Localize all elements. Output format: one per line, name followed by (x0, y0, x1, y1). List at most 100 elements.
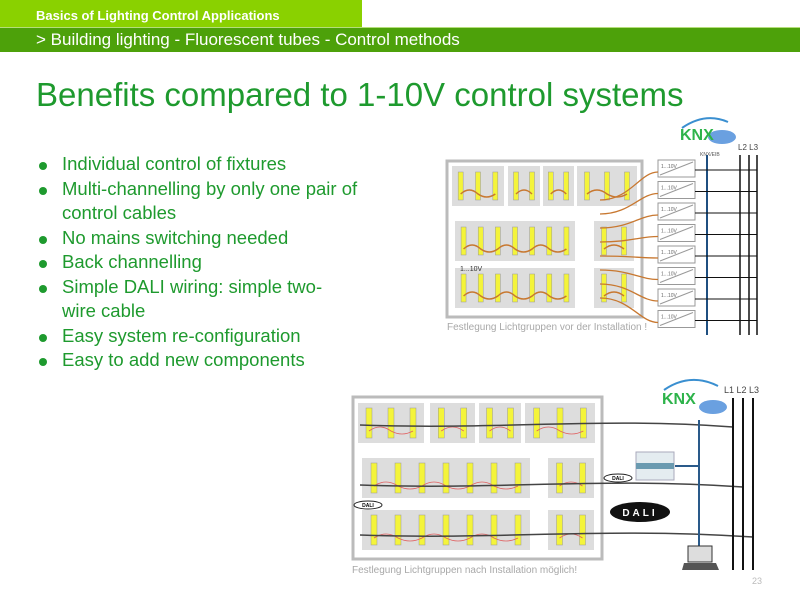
list-item: Multi-channelling by only one pair of co… (36, 177, 362, 226)
control-wire (599, 297, 659, 324)
svg-text:1...10V: 1...10V (661, 207, 678, 213)
fluorescent-tube (556, 407, 564, 439)
list-item: Easy to add new components (36, 348, 362, 373)
diagram-1-10v: KNX KNX/EIB L2 L3 1...10V 1...10V 1...10V… (445, 117, 759, 335)
fluorescent-tube (563, 226, 570, 256)
laptop-icon (682, 545, 719, 570)
dimmer-module: 1...10V (599, 202, 757, 229)
fluorescent-tube (601, 273, 607, 303)
fluorescent-tube (466, 514, 474, 546)
fluorescent-tube (492, 171, 499, 201)
room (543, 166, 574, 206)
dimmer-module: 1...10V (599, 224, 757, 243)
svg-text:1...10V: 1...10V (661, 250, 678, 256)
fluorescent-tube (490, 514, 498, 546)
control-wire (536, 426, 584, 435)
fluorescent-tube (442, 514, 450, 546)
fluorescent-tube (514, 462, 522, 494)
section-title: Basics of Lighting Control Applications (36, 8, 280, 23)
dimmer-module: 1...10V (599, 283, 757, 307)
fluorescent-tube (438, 407, 445, 439)
fluorescent-tube (466, 462, 474, 494)
dimmer-module: 1...10V (599, 181, 757, 215)
room (479, 403, 521, 443)
fluorescent-tube (563, 171, 569, 201)
svg-text:KNX: KNX (680, 127, 714, 144)
fluorescent-tube (495, 226, 501, 256)
list-item: Back channelling (36, 250, 362, 275)
control-wire (599, 235, 659, 243)
control-wire (489, 426, 511, 432)
phase-label: L2 L3 (738, 143, 759, 152)
fluorescent-tube (514, 514, 522, 546)
group-label: 1...10V (460, 266, 483, 273)
fluorescent-tube (442, 462, 450, 494)
fluorescent-tube (512, 226, 518, 256)
fluorescent-tube (460, 226, 467, 256)
fluorescent-tube (394, 514, 402, 546)
dimmer-module: 1...10V (599, 159, 757, 201)
control-wire (599, 269, 659, 281)
fluorescent-tube (604, 171, 610, 201)
knx-logo: KNX (680, 117, 736, 144)
control-wire (599, 283, 659, 302)
knx-logo: KNX (662, 379, 727, 414)
fluorescent-tube (546, 226, 553, 256)
fluorescent-tube (418, 514, 426, 546)
fluorescent-tube (394, 462, 402, 494)
fluorescent-tube (579, 462, 586, 494)
breadcrumb: > Building lighting - Fluorescent tubes … (36, 30, 460, 49)
dali-logo: DALI (610, 502, 670, 522)
fluorescent-tube (556, 514, 563, 546)
fluorescent-tube (563, 273, 570, 303)
dimmer-module: 1...10V (599, 297, 757, 328)
fluorescent-tube (529, 226, 535, 256)
fluorescent-tube (529, 273, 535, 303)
section-band: Basics of Lighting Control Applications (0, 0, 362, 27)
fluorescent-tube (533, 407, 540, 439)
breadcrumb-band: > Building lighting - Fluorescent tubes … (0, 27, 800, 52)
floorplan (351, 395, 604, 561)
control-wire (586, 189, 628, 198)
control-wire (603, 291, 625, 297)
control-wire (550, 189, 567, 195)
control-wire (373, 533, 519, 542)
fluorescent-tube (370, 462, 378, 494)
fluorescent-tube (529, 171, 535, 201)
fluorescent-tube (584, 171, 590, 201)
fluorescent-tube (418, 462, 426, 494)
control-wire (441, 426, 464, 432)
dimmer-module: 1...10V (599, 245, 757, 264)
floorplan (445, 159, 644, 319)
fluorescent-tube (409, 407, 417, 439)
fluorescent-tube (486, 407, 493, 439)
svg-text:1...10V: 1...10V (661, 315, 678, 321)
fluorescent-tube (513, 171, 519, 201)
fluorescent-tube (624, 171, 630, 201)
caption-after: Festlegung Lichtgruppen nach Installatio… (352, 565, 577, 576)
control-wire (460, 189, 496, 198)
control-wire (559, 481, 583, 487)
svg-text:KNX: KNX (662, 391, 696, 408)
phase-label: L1 L2 L3 (724, 385, 759, 395)
fluorescent-tube (457, 171, 464, 201)
fluorescent-tube (512, 273, 518, 303)
control-wire (463, 244, 567, 253)
room (548, 458, 594, 498)
fluorescent-tube (546, 273, 553, 303)
fluorescent-tube (460, 273, 467, 303)
control-wire (599, 214, 659, 229)
benefits-list: Individual control of fixtures Multi-cha… (36, 152, 362, 373)
caption-before: Festlegung Lichtgruppen vor der Installa… (447, 322, 647, 333)
room (548, 510, 594, 550)
dali-badge-small: DALI (603, 473, 633, 483)
fluorescent-tube (548, 171, 554, 201)
control-wire (463, 291, 567, 300)
fluorescent-tube (601, 226, 607, 256)
svg-text:1...10V: 1...10V (661, 164, 678, 170)
bus-label: KNX/EIB (700, 152, 720, 158)
fluorescent-tube (507, 407, 514, 439)
room (508, 166, 540, 206)
fluorescent-tube (490, 462, 498, 494)
